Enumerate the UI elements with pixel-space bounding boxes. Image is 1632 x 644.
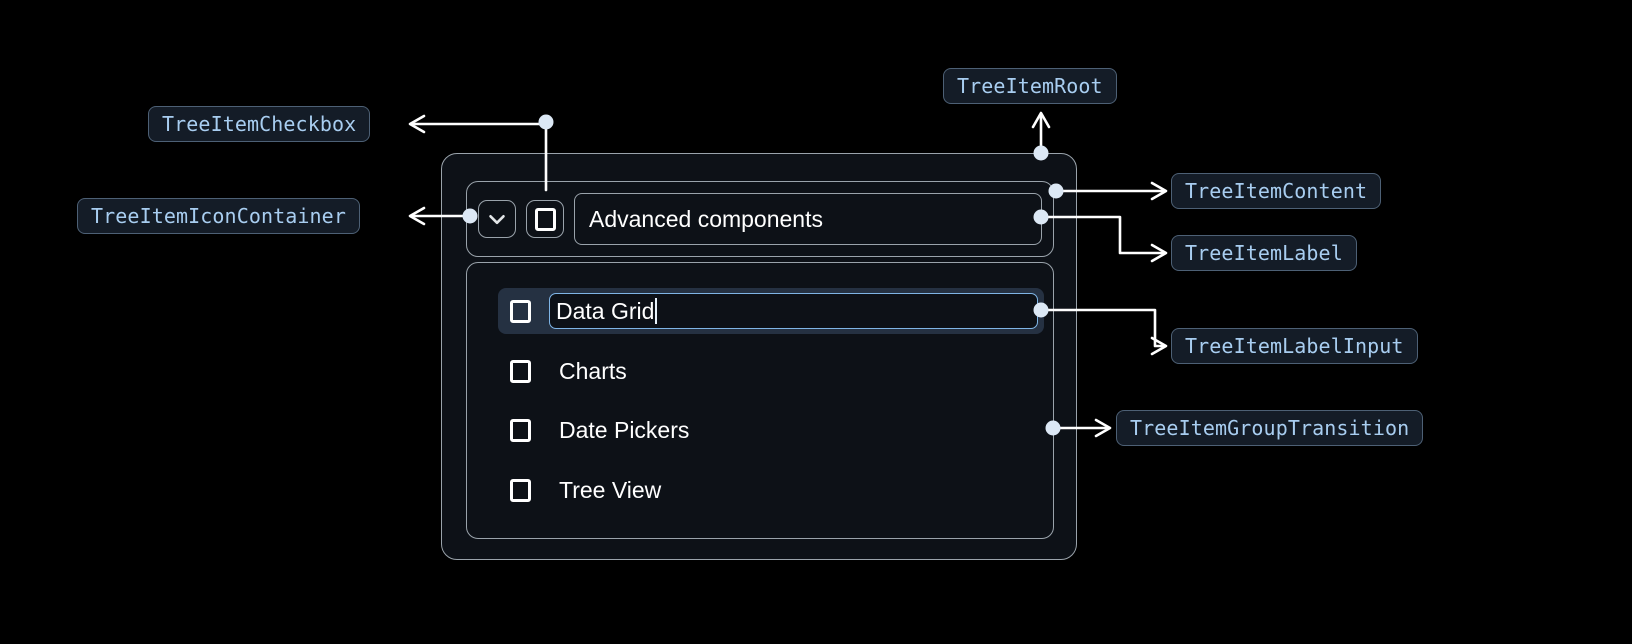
arrowhead-tree-item-label-input [1150, 336, 1168, 356]
arrowhead-tree-item-checkbox [408, 114, 426, 134]
tree-item-checkbox[interactable] [526, 200, 564, 238]
tree-item-row[interactable]: Tree View [498, 467, 661, 513]
annotation-tree-item-root[interactable]: TreeItemRoot [943, 68, 1117, 104]
tree-item-root[interactable]: Advanced components Data Grid Charts Dat… [441, 153, 1077, 560]
tree-item-row[interactable]: Charts [498, 348, 627, 394]
tree-item-label[interactable]: Advanced components [574, 193, 1042, 245]
checkbox-unchecked-icon[interactable] [510, 478, 531, 502]
tree-item-label-input[interactable]: Data Grid [549, 293, 1038, 329]
tree-item-icon-container[interactable] [478, 200, 516, 238]
annotation-tree-item-checkbox[interactable]: TreeItemCheckbox [148, 106, 371, 142]
annotation-tree-item-label[interactable]: TreeItemLabel [1171, 235, 1357, 271]
checkbox-unchecked-icon[interactable] [510, 299, 531, 323]
tree-item-label-input-value: Data Grid [556, 297, 655, 324]
tree-item-label-text: Date Pickers [559, 416, 690, 443]
tree-item-row-selected[interactable]: Data Grid [498, 288, 1044, 334]
arrowhead-tree-item-root [1031, 111, 1051, 129]
checkbox-unchecked-icon[interactable] [510, 359, 531, 383]
text-caret [655, 298, 658, 324]
chevron-down-icon [484, 206, 510, 232]
arrowhead-tree-item-label [1150, 243, 1168, 263]
arrowhead-tree-item-group-transition [1094, 418, 1112, 438]
tree-item-label-text: Tree View [559, 476, 662, 503]
annotation-tree-item-content[interactable]: TreeItemContent [1171, 173, 1382, 209]
checkbox-unchecked-icon[interactable] [510, 418, 531, 442]
annotation-tree-item-label-input[interactable]: TreeItemLabelInput [1171, 328, 1418, 364]
arrowhead-tree-item-icon-container [408, 206, 426, 226]
dot-tree-item-checkbox [538, 114, 554, 130]
annotation-tree-item-icon-container[interactable]: TreeItemIconContainer [77, 198, 360, 234]
tree-item-label-text: Charts [559, 357, 627, 384]
tree-item-label-text: Advanced components [589, 205, 823, 232]
tree-item-content[interactable]: Advanced components [466, 181, 1054, 257]
annotation-tree-item-group-transition[interactable]: TreeItemGroupTransition [1116, 410, 1424, 446]
arrowhead-tree-item-content [1150, 181, 1168, 201]
checkbox-unchecked-icon [534, 207, 556, 231]
tree-item-group-transition: Data Grid Charts Date Pickers Tree View [466, 262, 1054, 539]
tree-item-row[interactable]: Date Pickers [498, 407, 689, 453]
